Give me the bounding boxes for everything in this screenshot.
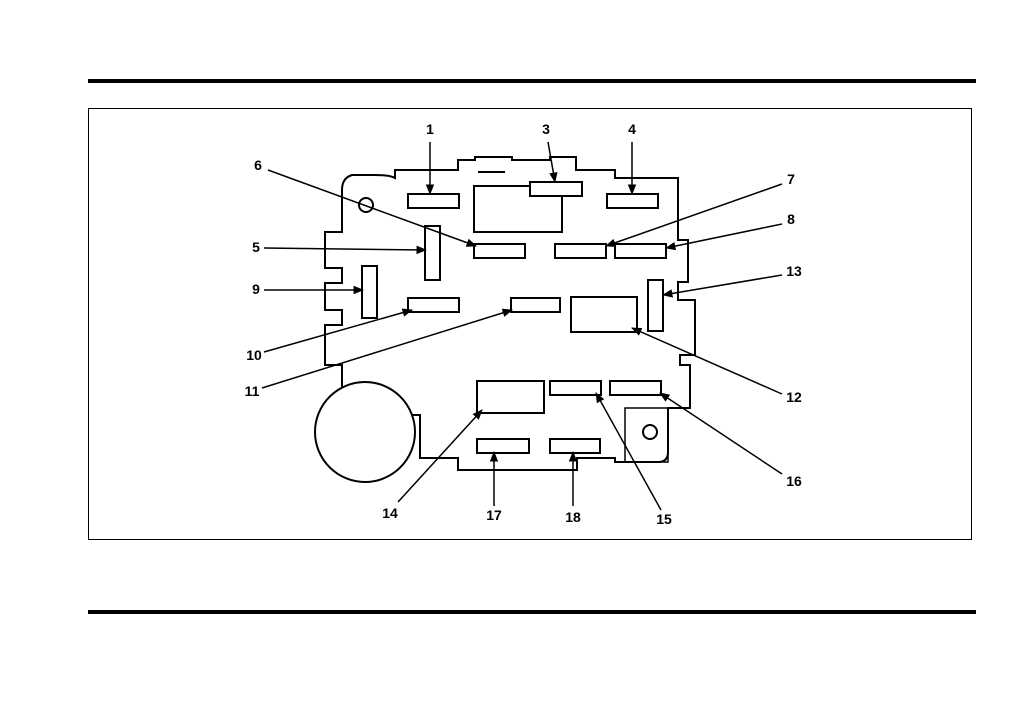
- fuse-11: [511, 298, 560, 312]
- fuse-13: [648, 280, 663, 331]
- leader-5: [264, 248, 426, 250]
- fuse-6: [474, 244, 525, 258]
- fuse-16: [610, 381, 661, 395]
- callout-9: 9: [252, 281, 260, 297]
- callout-3: 3: [542, 121, 550, 137]
- leader-16: [660, 393, 782, 474]
- callout-16: 16: [786, 473, 802, 489]
- fuse-7: [555, 244, 606, 258]
- fuse-10: [408, 298, 459, 312]
- callout-12: 12: [786, 389, 802, 405]
- callout-5: 5: [252, 239, 260, 255]
- fuse-4: [607, 194, 658, 208]
- relay-12: [571, 297, 637, 332]
- leader-3: [548, 142, 555, 182]
- fuse-5: [425, 226, 440, 280]
- fuse-17: [477, 439, 529, 453]
- callout-13: 13: [786, 263, 802, 279]
- leader-8: [666, 224, 782, 248]
- fuse-9: [362, 266, 377, 318]
- leader-10: [264, 310, 412, 352]
- fuse-1: [408, 194, 459, 208]
- fuse-3: [530, 182, 582, 196]
- leader-13: [663, 275, 782, 295]
- callout-6: 6: [254, 157, 262, 173]
- callout-1: 1: [426, 121, 434, 137]
- fuse-18: [550, 439, 600, 453]
- leader-11: [262, 310, 512, 388]
- callout-15: 15: [656, 511, 672, 527]
- callout-11: 11: [245, 383, 260, 399]
- callout-17: 17: [486, 507, 502, 523]
- callout-4: 4: [628, 121, 636, 137]
- callout-18: 18: [565, 509, 581, 525]
- callout-14: 14: [382, 505, 398, 521]
- callout-8: 8: [787, 211, 795, 227]
- fuse-8: [615, 244, 666, 258]
- callout-7: 7: [787, 171, 795, 187]
- leader-15: [596, 393, 661, 510]
- relay-14: [477, 381, 544, 413]
- bottom-rule: [88, 610, 976, 614]
- callout-10: 10: [246, 347, 262, 363]
- fuse-15: [550, 381, 601, 395]
